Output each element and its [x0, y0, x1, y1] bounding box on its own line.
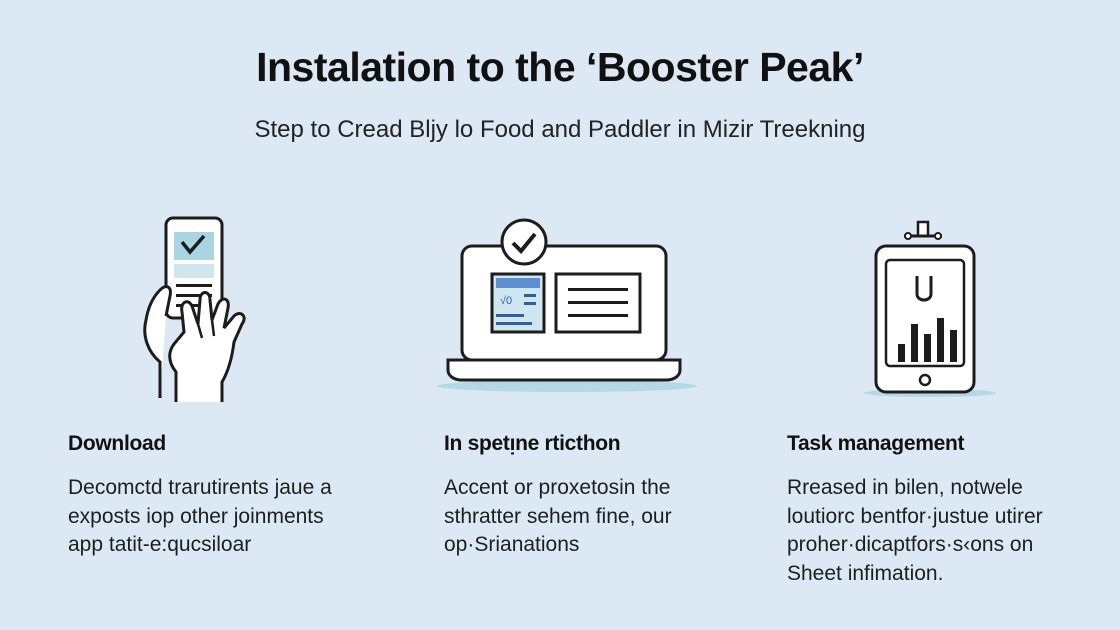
description-line: op·Srianations — [444, 533, 580, 556]
page-title: Instalation to the ‘Booster Peak’ — [256, 44, 864, 90]
tablet-bar-chart-icon — [860, 218, 1000, 398]
description-line: loutiorc bentfor·justue utirer — [787, 504, 1043, 528]
description-line: exposts iop other joinments — [68, 504, 324, 528]
description-line: Accent or proxetosin the — [444, 476, 671, 499]
feature-description-download: Decomctd trarutirents jaue a exposts iop… — [68, 474, 332, 560]
svg-text:√0: √0 — [500, 295, 512, 307]
phone-checklist-hands-icon — [138, 212, 268, 404]
laptop-check-icon: √0 — [434, 218, 700, 396]
feature-description-task-management: Rreased in bilen, notwele loutiorc bentf… — [787, 474, 1043, 588]
description-line: Sheet infimation. — [787, 561, 944, 585]
description-line: Rreased in bilen, notwele — [787, 476, 1023, 499]
feature-title-download: Download — [68, 432, 166, 455]
page-subtitle: Step to Cread Bljy lo Food and Paddler i… — [254, 116, 866, 143]
feature-description-inspection: Accent or proxetosin the sthratter sehem… — [444, 474, 672, 560]
feature-title-task-management: Task management — [787, 432, 965, 455]
description-line: sthratter sehem fine, our — [444, 504, 672, 528]
description-line: Decomctd trarutirents jaue a — [68, 476, 332, 499]
description-line: app tatit-e:qucsiloar — [68, 533, 252, 556]
feature-title-inspection: In spetᴉne rticthon — [444, 432, 621, 455]
description-line: proher·dicaptfors·s‹ons on — [787, 533, 1034, 556]
